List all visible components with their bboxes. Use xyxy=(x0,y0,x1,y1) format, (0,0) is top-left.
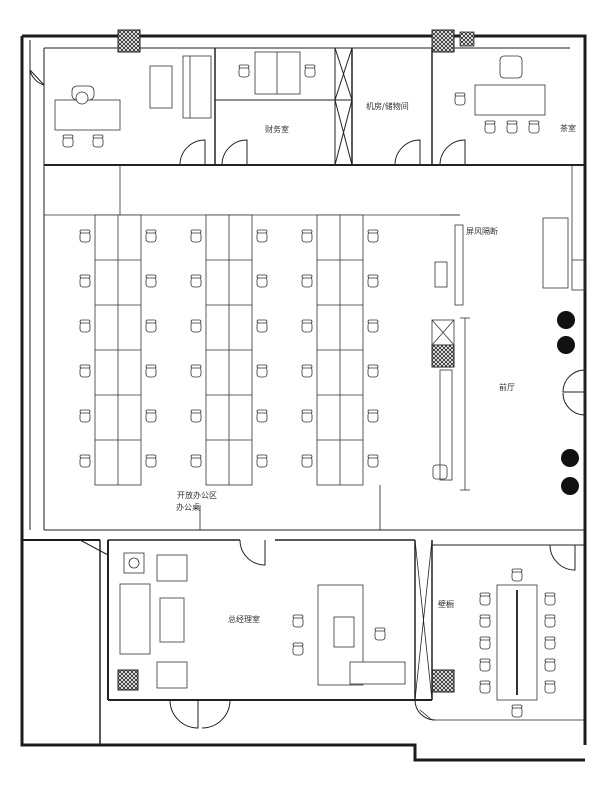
workstation-clusters xyxy=(94,214,364,486)
pillar xyxy=(431,29,455,53)
top-left-office-furniture xyxy=(54,55,212,148)
finance-room-furniture xyxy=(238,51,316,95)
top-partitions xyxy=(44,47,585,166)
label-open-office: 开放办公区 xyxy=(177,491,217,500)
label-finance: 财务室 xyxy=(265,125,289,134)
gm-office-furniture xyxy=(119,552,406,689)
pillar xyxy=(117,29,141,53)
doors-top xyxy=(29,69,466,166)
lower-partitions xyxy=(44,485,585,745)
label-display-wall: 壁橱 xyxy=(438,600,454,609)
tea-room-furniture xyxy=(454,31,546,134)
pillar xyxy=(117,669,139,691)
label-gm-office: 总经理室 xyxy=(228,615,260,624)
label-lobby: 前厅 xyxy=(499,383,515,392)
lobby-doors xyxy=(562,369,587,440)
pillar xyxy=(431,669,455,693)
meeting-room-furniture xyxy=(479,568,556,718)
label-screen-partition: 屏风隔断 xyxy=(466,227,498,236)
label-open-office-sub: 办公桌 xyxy=(176,503,200,512)
doors-lower xyxy=(79,539,576,729)
plant-icons xyxy=(557,311,579,495)
pillar xyxy=(431,344,455,368)
label-machine-storage: 机房/储物间 xyxy=(366,102,409,111)
label-tea-room: 茶室 xyxy=(560,124,576,133)
